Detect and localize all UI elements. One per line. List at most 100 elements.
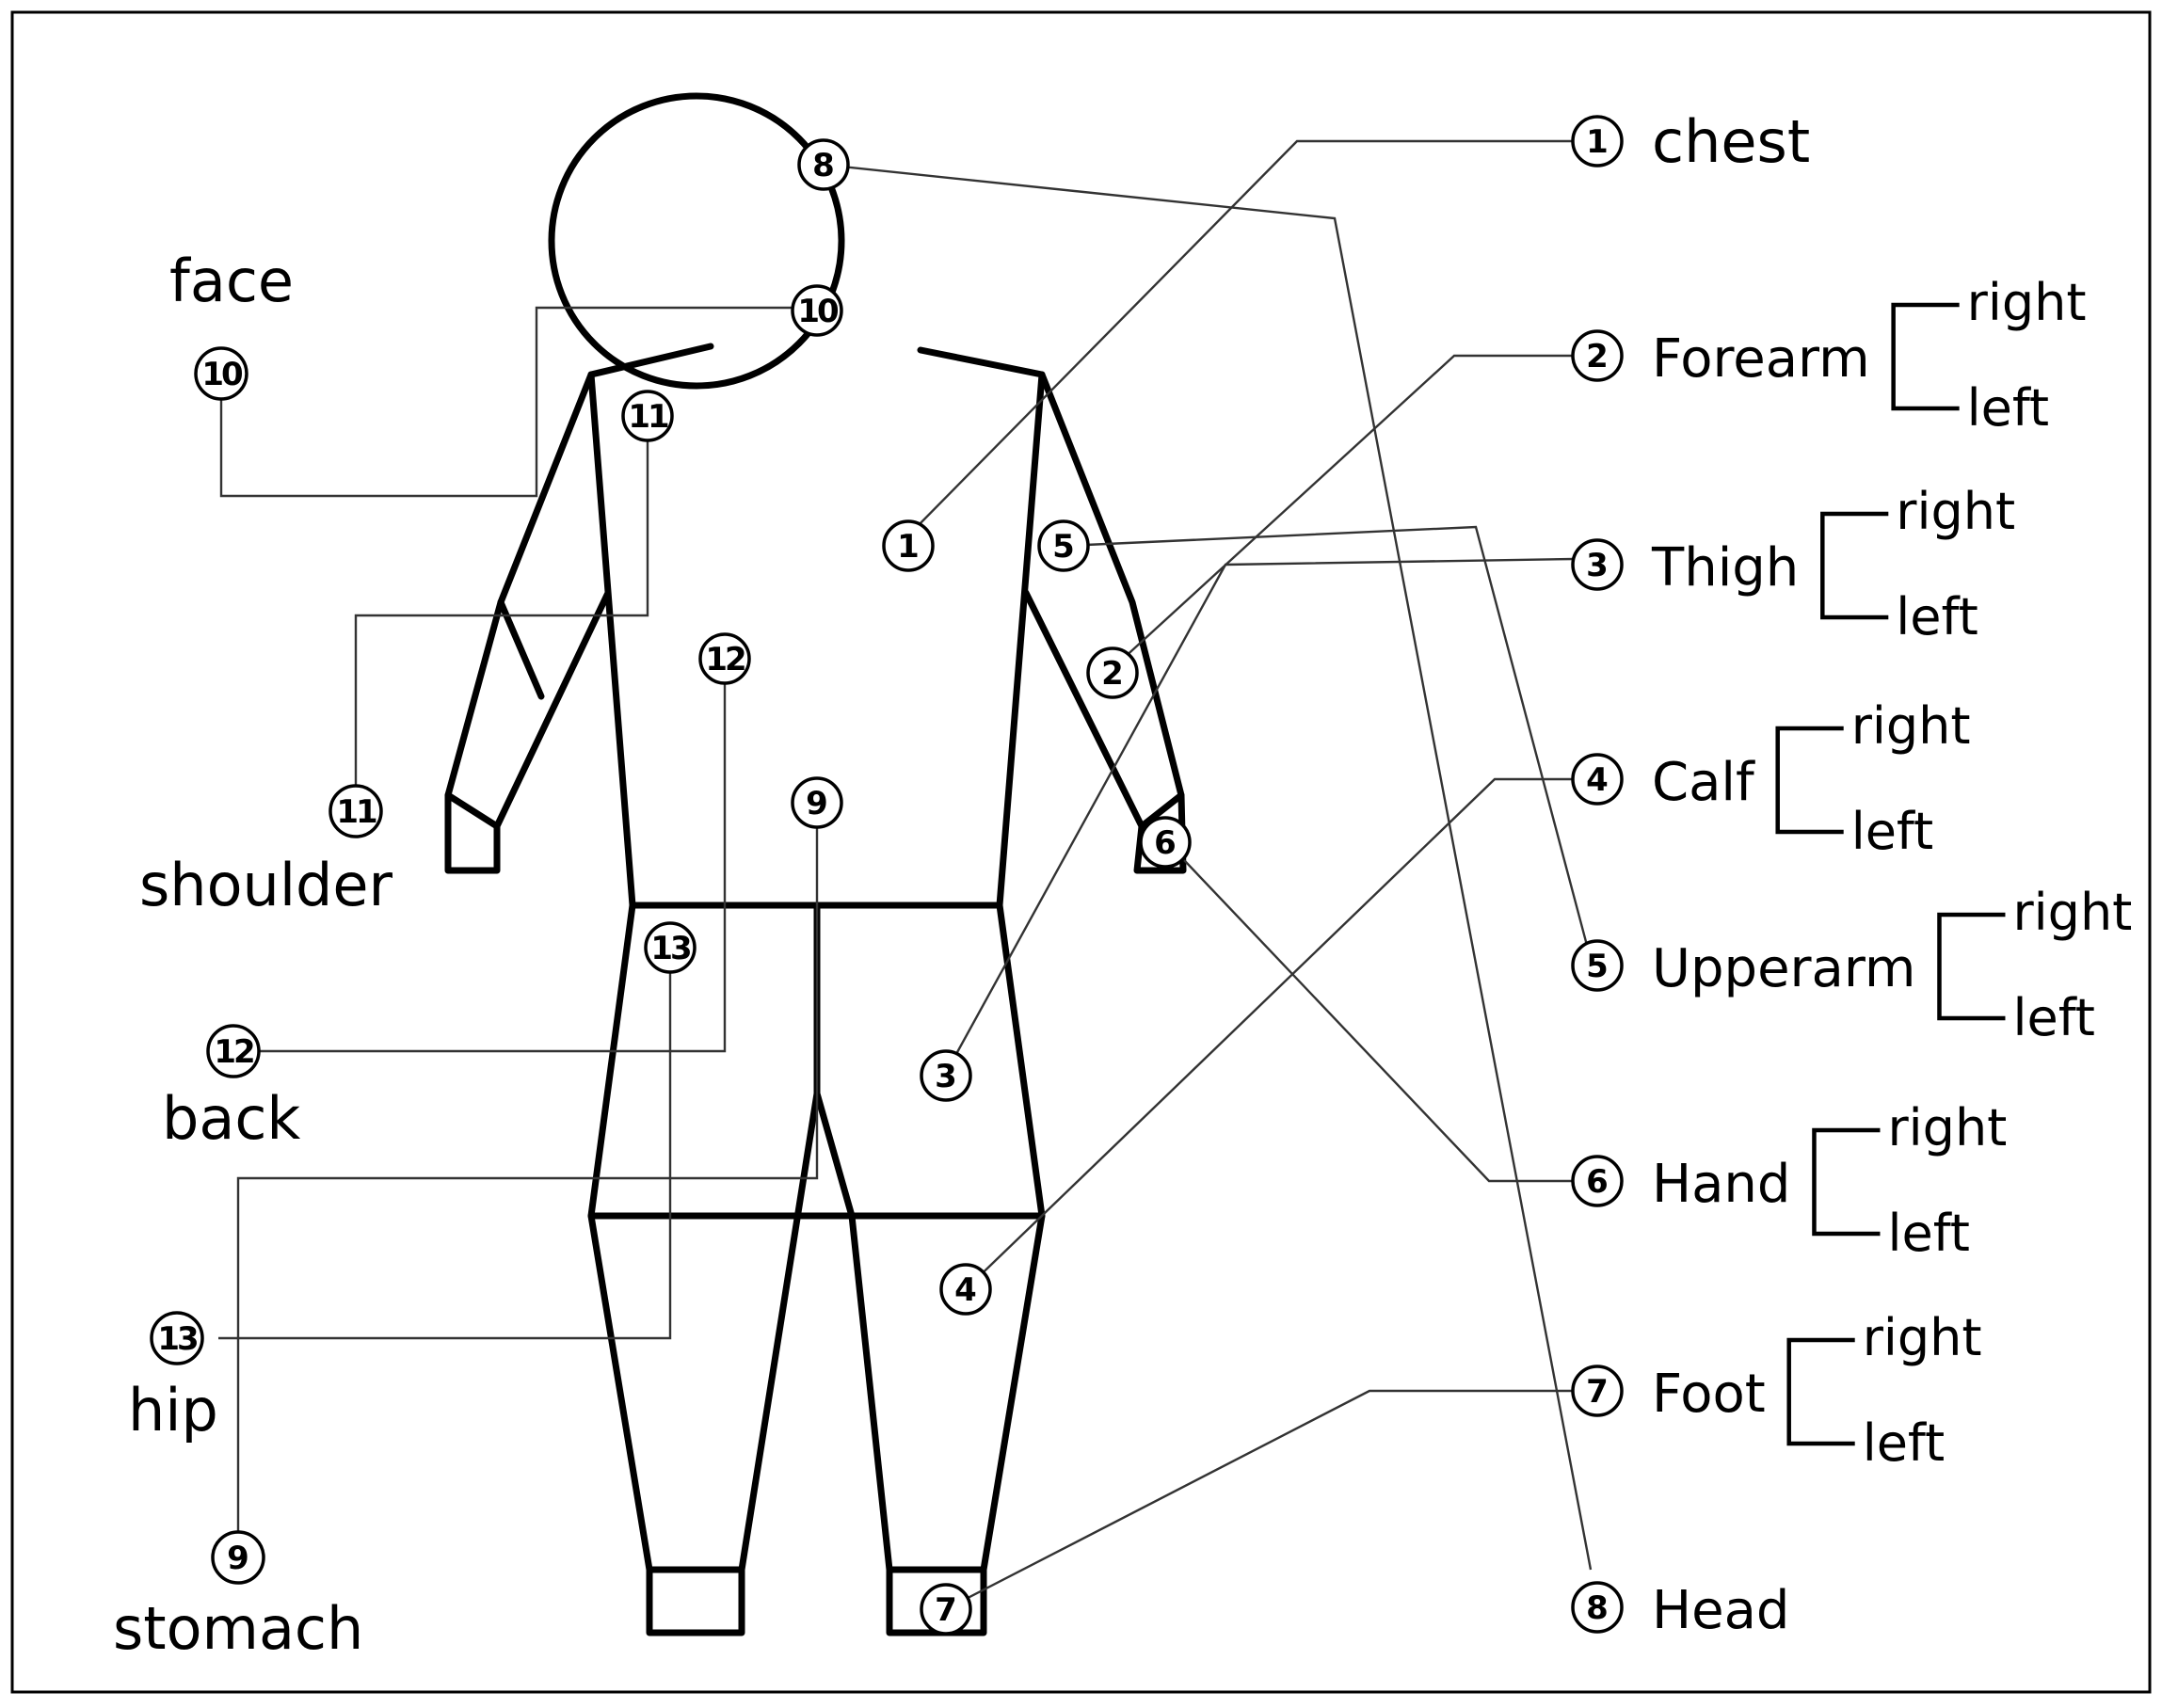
legend-calf-marker-number: 4: [1586, 761, 1609, 799]
legend-forearm-label: Forearm: [1652, 328, 1870, 390]
legend-back-marker-number: 12: [214, 1033, 253, 1071]
marker-upperarm-ring: [1037, 519, 1090, 572]
legend-hip-marker-number: 13: [157, 1320, 197, 1358]
marker-hand-ring: [1139, 816, 1192, 869]
leader-forearm: [1110, 354, 1574, 671]
legend-upperarm-label: Upperarm: [1652, 938, 1915, 999]
legend-foot-label: Foot: [1652, 1364, 1766, 1425]
marker-upperarm-number: 5: [1052, 528, 1075, 566]
legend-upperarm-marker-ring: [1571, 939, 1624, 992]
marker-stomach: 9: [791, 776, 843, 829]
marker-face: 10: [791, 284, 843, 337]
marker-foot-number: 7: [935, 1591, 957, 1629]
legend-head-marker-ring: [1571, 1581, 1624, 1634]
marker-foot: 7: [920, 1583, 972, 1636]
legend-thigh-marker-number: 3: [1586, 547, 1609, 584]
legend-face-label: face: [169, 247, 294, 315]
leader-upperarm: [1065, 525, 1591, 953]
legend-back-marker: 12: [206, 1024, 261, 1078]
legend-shoulder-marker-number: 11: [336, 793, 376, 831]
legend-stomach-marker-ring: [211, 1530, 265, 1585]
legend-calf-label: Calf: [1652, 752, 1755, 813]
left-arm-cuff: [444, 599, 545, 874]
marker-foot-ring: [920, 1583, 972, 1636]
leader-back: [254, 679, 727, 1053]
legend-hand-marker-number: 6: [1586, 1163, 1609, 1201]
diagram-frame: [10, 10, 2152, 1694]
legend-chest-marker: 1: [1571, 115, 1624, 168]
marker-hand-number: 6: [1154, 824, 1177, 862]
legend-chest-label: chest: [1652, 107, 1810, 176]
legend-thigh-marker-ring: [1571, 538, 1624, 591]
marker-chest-number: 1: [897, 528, 920, 566]
marker-back-number: 12: [705, 641, 745, 678]
marker-shoulder: 11: [621, 390, 674, 442]
legend-foot-left: left: [1863, 1413, 1945, 1473]
legend-foot-marker-ring: [1571, 1365, 1624, 1417]
legend-forearm-marker-number: 2: [1586, 338, 1609, 375]
marker-head-ring: [797, 138, 850, 191]
right-arm-outline: [1022, 371, 1185, 830]
legend-thigh-bracket: [1820, 511, 1889, 620]
legend-thigh-label: Thigh: [1651, 537, 1799, 599]
marker-head: 8: [797, 138, 850, 191]
marker-hip-ring: [644, 921, 697, 974]
marker-forearm: 2: [1086, 646, 1139, 699]
marker-calf-number: 4: [954, 1271, 977, 1309]
legend-foot-bracket: [1786, 1337, 1855, 1446]
legend-shoulder-marker: 11: [328, 784, 383, 838]
legend-forearm-bracket: [1891, 302, 1960, 411]
legend-upperarm-marker: 5: [1571, 939, 1624, 992]
legend-face-marker-ring: [194, 346, 248, 401]
legend-item-upperarm: 5 Upperarm right left: [1571, 883, 2132, 1047]
legend-hip-marker: 13: [150, 1311, 204, 1365]
marker-head-number: 8: [812, 147, 835, 184]
leader-chest: [910, 139, 1574, 534]
legend-forearm-marker: 2: [1571, 329, 1624, 382]
legend-foot-marker: 7: [1571, 1365, 1624, 1417]
marker-hip: 13: [644, 921, 697, 974]
marker-thigh-number: 3: [935, 1058, 957, 1095]
legend-upperarm-right: right: [2012, 883, 2132, 942]
marker-shoulder-number: 11: [628, 398, 668, 436]
legend-thigh-right: right: [1896, 482, 2015, 541]
marker-hip-number: 13: [650, 930, 690, 967]
leader-shoulder: [354, 439, 649, 792]
legend-hand-bracket: [1812, 1127, 1881, 1237]
marker-forearm-number: 2: [1101, 655, 1124, 693]
leader-foot: [945, 1389, 1574, 1611]
marker-upperarm: 5: [1037, 519, 1090, 572]
legend-chest-marker-number: 1: [1586, 123, 1609, 161]
legend-group: 1 chest 2 Forearm right left 3 Thigh right left 4 C…: [113, 107, 2132, 1663]
legend-hand-marker: 6: [1571, 1155, 1624, 1207]
legend-back-marker-ring: [206, 1024, 261, 1078]
leader-lines: [218, 139, 1593, 1611]
legend-upperarm-left: left: [2012, 988, 2094, 1047]
legend-calf-right: right: [1851, 696, 1971, 756]
leader-stomach: [236, 807, 819, 1532]
legend-shoulder-marker-ring: [328, 784, 383, 838]
marker-chest: 1: [882, 519, 935, 572]
legend-hand-label: Hand: [1652, 1154, 1790, 1215]
leader-hand: [1166, 841, 1574, 1183]
legend-item-chest: 1 chest: [1571, 107, 1810, 176]
legend-head-marker-number: 8: [1586, 1589, 1609, 1627]
marker-forearm-ring: [1086, 646, 1139, 699]
leader-face: [219, 306, 813, 498]
legend-calf-marker: 4: [1571, 753, 1624, 806]
leader-thigh: [944, 557, 1575, 1074]
legend-stomach-marker-number: 9: [227, 1540, 249, 1577]
marker-back-ring: [698, 632, 751, 685]
